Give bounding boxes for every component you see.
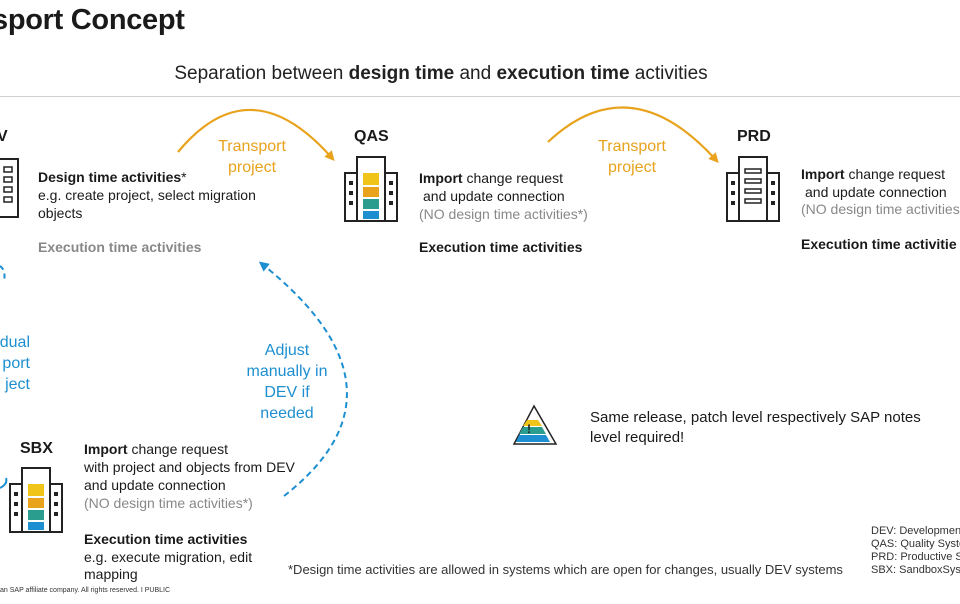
dev-design-activities: Design time activities* (38, 169, 187, 185)
sbx-label: SBX (20, 440, 53, 457)
dev-design-example-1: e.g. create project, select migration (38, 187, 256, 203)
legend-sbx: SBX: SandboxSys (871, 564, 960, 576)
legend-qas: QAS: Quality Syste (871, 538, 960, 550)
divider (0, 96, 960, 97)
warning-text: Same release, patch level respectively S… (590, 409, 921, 446)
svg-text:!: ! (527, 422, 531, 436)
sbx-execution-activities: Execution time activities (84, 531, 248, 547)
prd-import: Import change request (801, 166, 945, 182)
qas-update-connection: and update connection (423, 188, 565, 204)
adjust-arrow-sbx-dev (258, 261, 348, 497)
sbx-execution-example-1: e.g. execute migration, edit (84, 549, 253, 565)
sbx-no-design: (NO design time activities*) (84, 495, 253, 511)
footnote: *Design time activities are allowed in s… (288, 562, 843, 577)
page-subtitle: Separation between design time and execu… (174, 63, 708, 84)
dev-building-icon (0, 158, 19, 218)
footer-copyright: an SAP affiliate company. All rights res… (0, 587, 171, 594)
qas-building-icon (344, 156, 398, 222)
qas-execution-activities: Execution time activities (419, 239, 583, 255)
sbx-execution-example-2: mapping (84, 566, 138, 582)
sbx-project-objects: with project and objects from DEV (84, 459, 295, 475)
transport-arrow-dev-qas (177, 108, 335, 161)
prd-no-design: (NO design time activities (801, 201, 960, 217)
dev-label: V (0, 128, 8, 145)
page-title: sport Concept (0, 4, 185, 36)
dev-design-example-2: objects (38, 205, 83, 221)
sbx-update-connection: and update connection (84, 477, 226, 493)
qas-import: Import change request (419, 170, 563, 186)
legend-prd: PRD: Productive S (871, 551, 960, 563)
legend-dev: DEV: Developmen (871, 525, 960, 537)
qas-no-design: (NO design time activities*) (419, 206, 588, 222)
manual-arrow-left-bottom (0, 477, 8, 489)
sbx-building-icon (9, 467, 63, 533)
sbx-import: Import change request (84, 441, 228, 457)
manual-arrow-left-top (0, 265, 6, 283)
dev-execution-activities: Execution time activities (38, 239, 202, 255)
transport-arrow-qas-prd (547, 106, 719, 163)
prd-building-icon (726, 156, 780, 222)
warning-icon: ! (512, 404, 558, 445)
qas-label: QAS (354, 128, 389, 145)
prd-execution-activities: Execution time activitie (801, 236, 957, 252)
prd-label: PRD (737, 128, 771, 145)
prd-update-connection: and update connection (805, 184, 947, 200)
